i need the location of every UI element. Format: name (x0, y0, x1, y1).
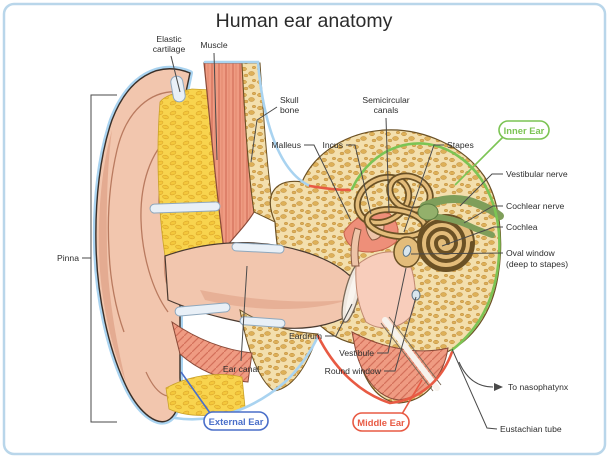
pinna-shade (98, 130, 126, 382)
leader-vestibular-nerve (459, 173, 503, 207)
label-round-window: Round window (325, 366, 382, 376)
label-elastic-cartilage-2: cartilage (153, 44, 186, 54)
label-pinna: Pinna (57, 253, 79, 263)
external-ear-badge-tail (180, 371, 211, 414)
middle-ear-badge (352, 412, 410, 432)
cochlear-nerve-shape (425, 213, 495, 238)
label-vestibule: Vestibule (339, 348, 374, 358)
label-eustachian-tube: Eustachian tube (500, 424, 562, 434)
leader-eardrum (325, 303, 353, 337)
pinna-bracket (82, 94, 117, 423)
labels: Elastic cartilage Muscle Skull bone Semi… (57, 34, 569, 434)
inner-ear-badge (498, 120, 550, 140)
external-ear-badge (203, 411, 269, 431)
inner-ear-outline (350, 142, 501, 352)
label-incus: Incus (322, 140, 343, 150)
round-window-shape (411, 289, 421, 301)
label-eardrum: Eardrum (289, 331, 322, 341)
eustachian-tube-lumen (382, 317, 440, 391)
leader-malleus (304, 144, 352, 222)
nerve-ganglion (417, 203, 439, 221)
label-stapes: Stapes (447, 140, 474, 150)
label-malleus: Malleus (271, 140, 301, 150)
leader-eustachian-tube (451, 348, 498, 430)
label-vestibular-nerve: Vestibular nerve (506, 169, 568, 179)
cochlea-spiral (417, 219, 474, 271)
label-to-nasopharynx: To nasophatynx (508, 382, 569, 392)
inner-ear-badge-tail (454, 136, 504, 186)
external-ear-badge-label: External Ear (209, 416, 264, 427)
middle-ear-outline-top (308, 184, 352, 192)
label-oval-window: Oval window (506, 248, 556, 258)
page-title: Human ear anatomy (216, 10, 393, 32)
leader-stapes (403, 144, 444, 233)
label-skull-bone-2: bone (280, 105, 299, 115)
label-muscle: Muscle (200, 40, 227, 50)
middle-ear-badge-label: Middle Ear (357, 417, 405, 428)
leader-elastic-cartilage (170, 55, 181, 93)
eustachian-tube-edges (380, 316, 442, 392)
label-ear-canal: Ear canal (223, 364, 259, 374)
label-cochlear-nerve: Cochlear nerve (506, 201, 564, 211)
muscle-bottom (171, 320, 253, 383)
leader-muscle (213, 52, 218, 161)
badges: Inner Ear External Ear Middle Ear (180, 120, 550, 432)
leader-ear-canal (240, 265, 248, 362)
leader-round-window (384, 296, 417, 372)
label-skull-bone: Skull (280, 95, 299, 105)
middle-ear-badge-tail (401, 379, 423, 415)
label-semicircular-canals-2: canals (374, 105, 399, 115)
nasopharynx-arrowhead (494, 383, 503, 391)
malleus-bone (350, 227, 362, 267)
ear-canal-shade (200, 290, 348, 309)
leader-lines (170, 52, 504, 430)
middle-ear-outline-bottom (316, 334, 454, 405)
label-cochlea: Cochlea (506, 222, 538, 232)
anatomy-illustration (92, 60, 504, 425)
leader-oval-window (410, 252, 504, 255)
leader-cochlea (441, 226, 503, 247)
inner-ear-badge-label: Inner Ear (504, 125, 545, 136)
leader-vestibule (377, 267, 407, 354)
leader-cochlear-nerve (463, 205, 503, 224)
leader-skull-bone (250, 106, 278, 163)
label-oval-window-2: (deep to stapes) (506, 259, 568, 269)
label-semicircular-canals: Semicircular (362, 95, 409, 105)
label-elastic-cartilage: Elastic (156, 34, 182, 44)
oval-window-shape (402, 245, 412, 257)
external-ear-outline-top (203, 60, 312, 188)
pinna-antihelix-fold (140, 134, 172, 313)
leader-incus (346, 144, 372, 215)
leader-semicircular-canals (385, 117, 390, 213)
leader-to-nasopharynx (458, 361, 494, 388)
pinna-helix-fold (107, 90, 184, 333)
